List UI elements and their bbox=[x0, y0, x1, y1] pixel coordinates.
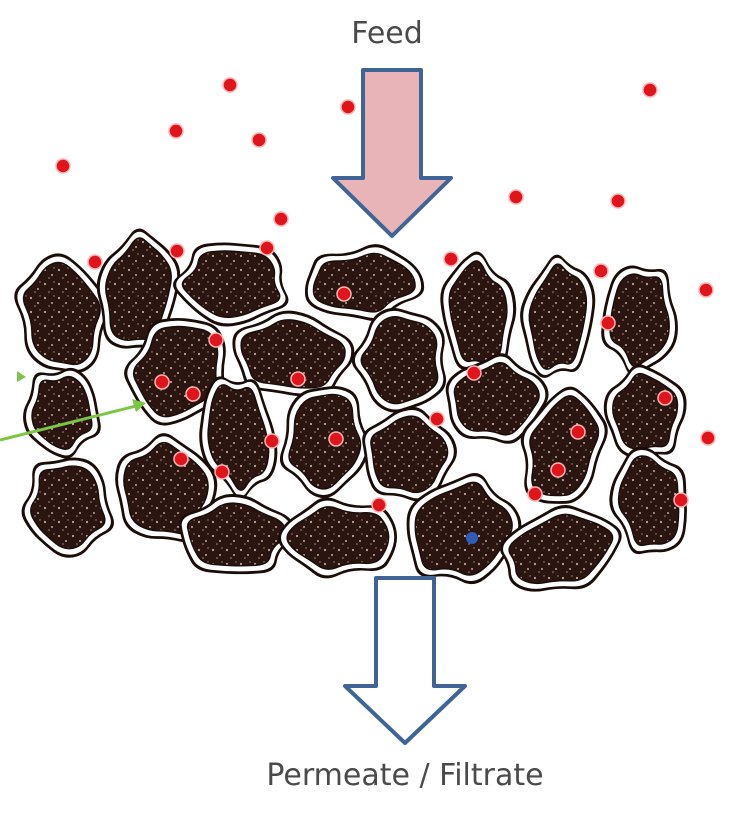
feed-arrow bbox=[331, 68, 453, 238]
red-particle bbox=[673, 492, 689, 508]
filter-media-grains bbox=[14, 228, 687, 592]
red-particle bbox=[87, 254, 103, 270]
filter-grain bbox=[601, 265, 678, 376]
red-particle bbox=[290, 371, 306, 387]
flow-path-arrow bbox=[0, 371, 146, 442]
red-particle bbox=[527, 486, 543, 502]
red-particle bbox=[550, 462, 566, 478]
red-particle bbox=[328, 431, 344, 447]
red-particle bbox=[570, 424, 586, 440]
filter-grain bbox=[351, 307, 447, 413]
red-particle bbox=[214, 464, 230, 480]
red-particle bbox=[336, 286, 352, 302]
filter-grain bbox=[499, 504, 622, 592]
red-particle bbox=[251, 132, 267, 148]
filter-grain bbox=[277, 497, 398, 579]
red-particle bbox=[185, 386, 201, 402]
filter-grain bbox=[279, 386, 370, 499]
red-particle bbox=[610, 193, 626, 209]
red-particle bbox=[264, 433, 280, 449]
filter-grain bbox=[440, 251, 517, 374]
red-particle bbox=[208, 332, 224, 348]
red-particle bbox=[173, 451, 189, 467]
filter-grain bbox=[609, 446, 687, 555]
permeate-arrow bbox=[343, 576, 467, 745]
filter-grain bbox=[232, 310, 355, 397]
red-particle bbox=[55, 158, 71, 174]
filter-grain bbox=[173, 242, 289, 327]
red-particle bbox=[698, 282, 714, 298]
red-particle bbox=[168, 123, 184, 139]
red-particle bbox=[273, 211, 289, 227]
red-particle bbox=[642, 82, 658, 98]
feed-label: Feed bbox=[351, 16, 423, 51]
red-particle bbox=[593, 263, 609, 279]
red-particle bbox=[600, 315, 616, 331]
red-particle bbox=[508, 189, 524, 205]
filter-grain bbox=[362, 406, 457, 502]
filter-grain bbox=[23, 367, 101, 459]
contaminant-particles bbox=[55, 77, 716, 544]
filter-grain bbox=[520, 254, 596, 378]
red-particle bbox=[154, 374, 170, 390]
filter-grain bbox=[406, 472, 522, 585]
filter-grain bbox=[21, 457, 114, 558]
red-particle bbox=[169, 243, 185, 259]
filter-grain bbox=[603, 364, 687, 458]
red-particle bbox=[371, 497, 387, 513]
red-particle bbox=[466, 365, 482, 381]
red-particle bbox=[657, 390, 673, 406]
filter-grain bbox=[178, 493, 296, 575]
red-particle bbox=[429, 411, 445, 427]
blue-particle bbox=[466, 532, 478, 544]
red-particle bbox=[700, 430, 716, 446]
filter-grain bbox=[520, 386, 608, 504]
filter-grain bbox=[304, 244, 425, 322]
red-particle bbox=[222, 77, 238, 93]
red-particle bbox=[259, 240, 275, 256]
red-particle bbox=[340, 99, 356, 115]
filter-grain bbox=[14, 253, 110, 373]
permeate-label: Permeate / Filtrate bbox=[266, 758, 543, 793]
red-particle bbox=[443, 251, 459, 267]
